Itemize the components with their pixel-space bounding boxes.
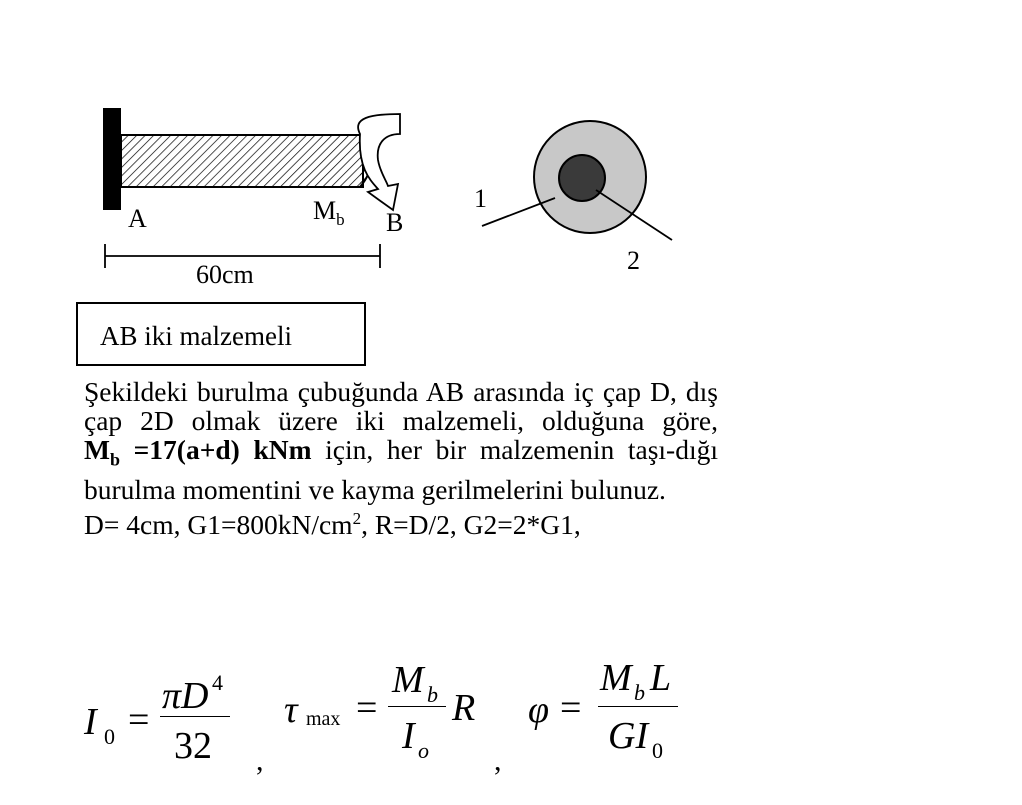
fixed-support <box>103 108 121 210</box>
problem-text: Şekildeki burulma çubuğunda AB arasında … <box>84 377 718 539</box>
formula-shear-stress: τ max = M b I o R , <box>284 659 514 782</box>
leader-line-2 <box>595 189 673 241</box>
f1-comma: , <box>256 744 264 777</box>
label-1: 1 <box>474 184 487 213</box>
shaft-body <box>120 134 364 188</box>
f2-radius: R <box>452 687 476 729</box>
dimension-label: 60cm <box>196 260 254 289</box>
f3-lhs: φ <box>528 689 550 731</box>
f2-lhs: τ <box>284 689 298 731</box>
label-b: B <box>386 208 404 237</box>
f1-exponent: 4 <box>212 670 223 695</box>
label-mb-main: M <box>313 196 337 225</box>
f2-lhs-sub: max <box>306 708 341 730</box>
label-2: 2 <box>627 246 640 275</box>
f1-denominator: 32 <box>174 725 212 767</box>
shaft-figure <box>103 108 673 268</box>
f3-numerator: M <box>600 657 632 699</box>
f2-comma: , <box>494 744 502 777</box>
formula-twist-angle: φ = M b L GI 0 <box>528 657 718 770</box>
inner-material-core <box>558 154 606 202</box>
f1-numerator: πD <box>162 675 209 717</box>
materials-box: AB iki malzemeli <box>76 302 366 366</box>
f3-denominator-sub: 0 <box>652 738 663 763</box>
problem-task: Mb =17(a+d) kNm için, her bir malzemenin… <box>84 435 718 504</box>
f1-lhs-sub: 0 <box>104 724 115 749</box>
f2-denominator: I <box>402 715 415 757</box>
f1-lhs: I <box>84 701 97 743</box>
f3-numerator-sub: b <box>634 680 645 705</box>
problem-intro: Şekildeki burulma çubuğunda AB arasında … <box>84 376 718 436</box>
f2-equals: = <box>356 687 378 729</box>
formula-polar-moment: I 0 = πD 4 32 , <box>84 670 284 780</box>
given-values: D= 4cm, G1=800kN/cm2, R=D/2, G2=2*G1, <box>84 508 581 540</box>
label-mb-sub: b <box>336 210 345 230</box>
f1-equals: = <box>128 699 150 741</box>
label-a: A <box>128 204 147 233</box>
f3-denominator: GI <box>608 715 649 757</box>
f3-length: L <box>650 657 672 699</box>
f2-numerator-sub: b <box>427 682 438 707</box>
torque-arrow <box>357 113 401 212</box>
problem-task-text: için, her bir malzemenin taşı-dığı burul… <box>84 434 718 505</box>
f2-denominator-sub: o <box>418 738 429 763</box>
label-mb: Mb <box>313 196 345 230</box>
leader-line-1 <box>481 197 556 227</box>
f2-numerator: M <box>392 659 424 701</box>
moment-value: Mb =17(a+d) kNm <box>84 434 312 470</box>
f3-equals: = <box>560 687 582 729</box>
